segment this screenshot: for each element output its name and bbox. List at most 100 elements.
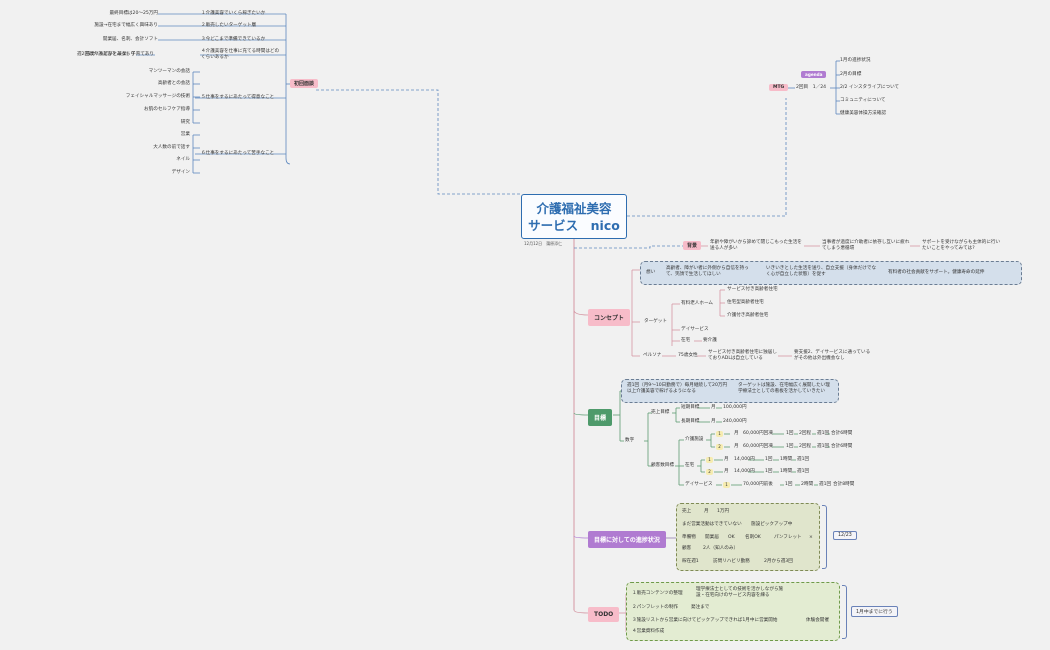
goal-box-1: 週1回（月9～10日勤務で）毎月継続して20万円以上介護美容で稼げるようになる [627, 383, 728, 394]
omoi-text-2: いきいきとした生活を送り、自立支援（身体だけでなく心が自立した状態）を促す [766, 266, 877, 277]
goal-node[interactable]: 目標 [588, 409, 613, 426]
kaigo-2-d: 合計6時間 [831, 444, 853, 449]
progress-r3a: 準備物 [682, 535, 696, 540]
background-node[interactable]: 背景 [683, 241, 702, 250]
goal-short: 短期目標 [681, 405, 700, 410]
left-sub-6b: 大人数の前で話す [153, 145, 190, 150]
kaigo-2-m: 月 [734, 444, 739, 449]
central-title-line1: 介護福祉美容 [536, 201, 612, 216]
progress-box [676, 503, 820, 571]
goal-kokyaku: 顧客数目標 [651, 463, 674, 468]
zaitaku-1-a: 1回 [765, 457, 773, 462]
todo-brace [842, 585, 847, 639]
left-item-3[interactable]: ３今どこまで準備できているか [201, 37, 266, 42]
goal-suji: 数字 [625, 438, 635, 443]
progress-node[interactable]: 目標に対しての進捗状況 [588, 531, 666, 548]
kaigo-num-2: 2 [716, 444, 723, 450]
central-topic[interactable]: 介護福祉美容 サービス nico [521, 194, 627, 239]
left-item-5[interactable]: ５仕事をするにあたって得意なこと [201, 95, 275, 100]
todo-4: ４営業資料作成 [632, 629, 665, 634]
kaigo-num-1: 1 [716, 431, 723, 437]
zaitaku-2-c: 週1回 [797, 469, 810, 474]
background-text-2: 当事者が過度に介助者に依存し互いに疲れてしまう悪循環 [822, 240, 910, 251]
target-yuryo-2: 住宅型高齢者住宅 [727, 300, 764, 305]
target-day: デイサービス [681, 327, 709, 332]
left-sub-5d: お肌のセルフケア指導 [144, 107, 190, 112]
kaigo-1-d: 合計6時間 [831, 431, 853, 436]
zaitaku-1-v: 14,000円 [734, 457, 755, 462]
todo-1b: 理学療法士としての技術を活かしながら施設・在宅向けのサービス内容を練る [696, 587, 784, 598]
agenda-node[interactable]: agenda [801, 71, 827, 78]
todo-note[interactable]: 1月中までに行う [851, 606, 898, 617]
day-d: 合計8時間 [833, 482, 855, 487]
todo-1: １販売コンテンツの整理 [632, 591, 683, 596]
concept-node[interactable]: コンセプト [588, 309, 631, 326]
left-item-2[interactable]: ２販売したいターゲット層 [201, 23, 257, 28]
progress-r2b: 施設ピックアップ中 [751, 522, 793, 527]
left-item-1[interactable]: １介護美容でいくら稼ぎたいか [201, 11, 266, 16]
goal-long: 長期目標 [681, 419, 700, 424]
progress-date[interactable]: 12/23 [833, 531, 857, 540]
todo-2b: 発注まで [691, 605, 710, 610]
todo-node[interactable]: TODO [588, 607, 620, 622]
progress-r3c: OK [728, 535, 735, 540]
left-sub-6d: デザイン [171, 170, 190, 175]
progress-r5c: 2月から週3回 [764, 559, 793, 564]
kaigo-1-m: 月 [734, 431, 739, 436]
goal-box-2: ターゲットは施設、在宅幅広く展開したい理学療法士としての看板を活かしていきたい [738, 383, 830, 394]
zaitaku-1-m: 月 [724, 457, 729, 462]
left-item-6[interactable]: ６仕事をするにあたって苦手なこと [201, 151, 275, 156]
todo-3: ３施設リストから営業に向けてピックアップ [632, 618, 724, 623]
left-sub-2: 施設→在宅まで幅広く興味あり [94, 23, 158, 28]
goal-long-v: 240,000円 [723, 419, 747, 424]
todo-box [626, 582, 840, 641]
day-c: 週1回 [819, 482, 832, 487]
zaitaku-1-b: 1時間 [780, 457, 793, 462]
zaitaku-1-c: 週1回 [797, 457, 810, 462]
mtg-node[interactable]: MTG [769, 84, 789, 91]
zaitaku-num-2: 2 [706, 469, 713, 475]
goal-short-m: 月 [711, 405, 716, 410]
goal-short-v: 100,000円 [723, 405, 747, 410]
left-sub-1: 最終目標は20～25万円 [109, 11, 158, 16]
left-sub-6c: ネイル [176, 157, 190, 162]
progress-brace [822, 505, 827, 569]
omoi-text-3: 有料者の社会貢献をサポート。健康寿命の延伸 [888, 270, 985, 275]
kaigo-2-v: 60,000円回凍 [743, 444, 773, 449]
goal-zaitaku: 在宅 [685, 463, 695, 468]
day-a: 1回 [785, 482, 793, 487]
todo-2: ２パンフレットの制作 [632, 605, 679, 610]
persona-2: サービス付き高齢者住宅に独居しておりADLは自立している [708, 350, 777, 361]
persona-label: ペルソナ [643, 353, 662, 358]
zaitaku-2-b: 1時間 [780, 469, 793, 474]
kaigo-2-b: 2回程 [799, 444, 812, 449]
kaigo-1-c: 週1回 [817, 431, 830, 436]
kaigo-1-b: 2回程 [799, 431, 812, 436]
background-text-1: 年齢や障がいから諦めて閉じこもった生活を送る人が多い [710, 240, 802, 251]
progress-r5b: 訪問リハビリ勤務 [713, 559, 750, 564]
omoi-box [640, 261, 1022, 285]
hub-initial-interview[interactable]: 初回面談 [290, 79, 319, 88]
left-sub-3: 開業届、名刺、会計ソフト [102, 37, 158, 42]
zaitaku-num-1: 1 [706, 457, 713, 463]
todo-3c: 体験会開催 [806, 618, 829, 623]
kaigo-2-a: 1回 [786, 444, 794, 449]
left-item-4[interactable]: ４介護美容を仕事に充てる時間はどのくらいあるか [201, 49, 280, 60]
left-sub-4: 訪問リハビリと兼業、子育てあり [85, 52, 154, 57]
progress-r2: まだ営業活動はできていない [682, 522, 742, 527]
progress-r5a: 稼在週1 [682, 559, 699, 564]
central-note: 12月12日 蒲原添仁 [524, 241, 563, 246]
omoi-text-1: 高齢者、障がい者に外側から自信を持って、笑顔で生活してほしい [666, 266, 749, 277]
target-label: ターゲット [644, 319, 667, 324]
mtg-item-5: 健康美容体操方法確認 [840, 111, 886, 116]
target-zaitaku: 在宅 [681, 338, 691, 343]
mtg-item-1: 1月の進捗状況 [840, 58, 871, 63]
progress-r3e: パンフレット [774, 535, 802, 540]
goal-kaigo: 介護施設 [685, 437, 704, 442]
persona-3: 要支援2、デイサービスに通っているがその他は外出機会なし [794, 350, 871, 361]
progress-r4a: 顧客 [682, 546, 692, 551]
background-text-3: サポートを受けながらも主体的に行いたいことをやってみては? [922, 240, 1001, 251]
kaigo-1-a: 1回 [786, 431, 794, 436]
target-yuryo: 有料老人ホーム [681, 301, 714, 306]
